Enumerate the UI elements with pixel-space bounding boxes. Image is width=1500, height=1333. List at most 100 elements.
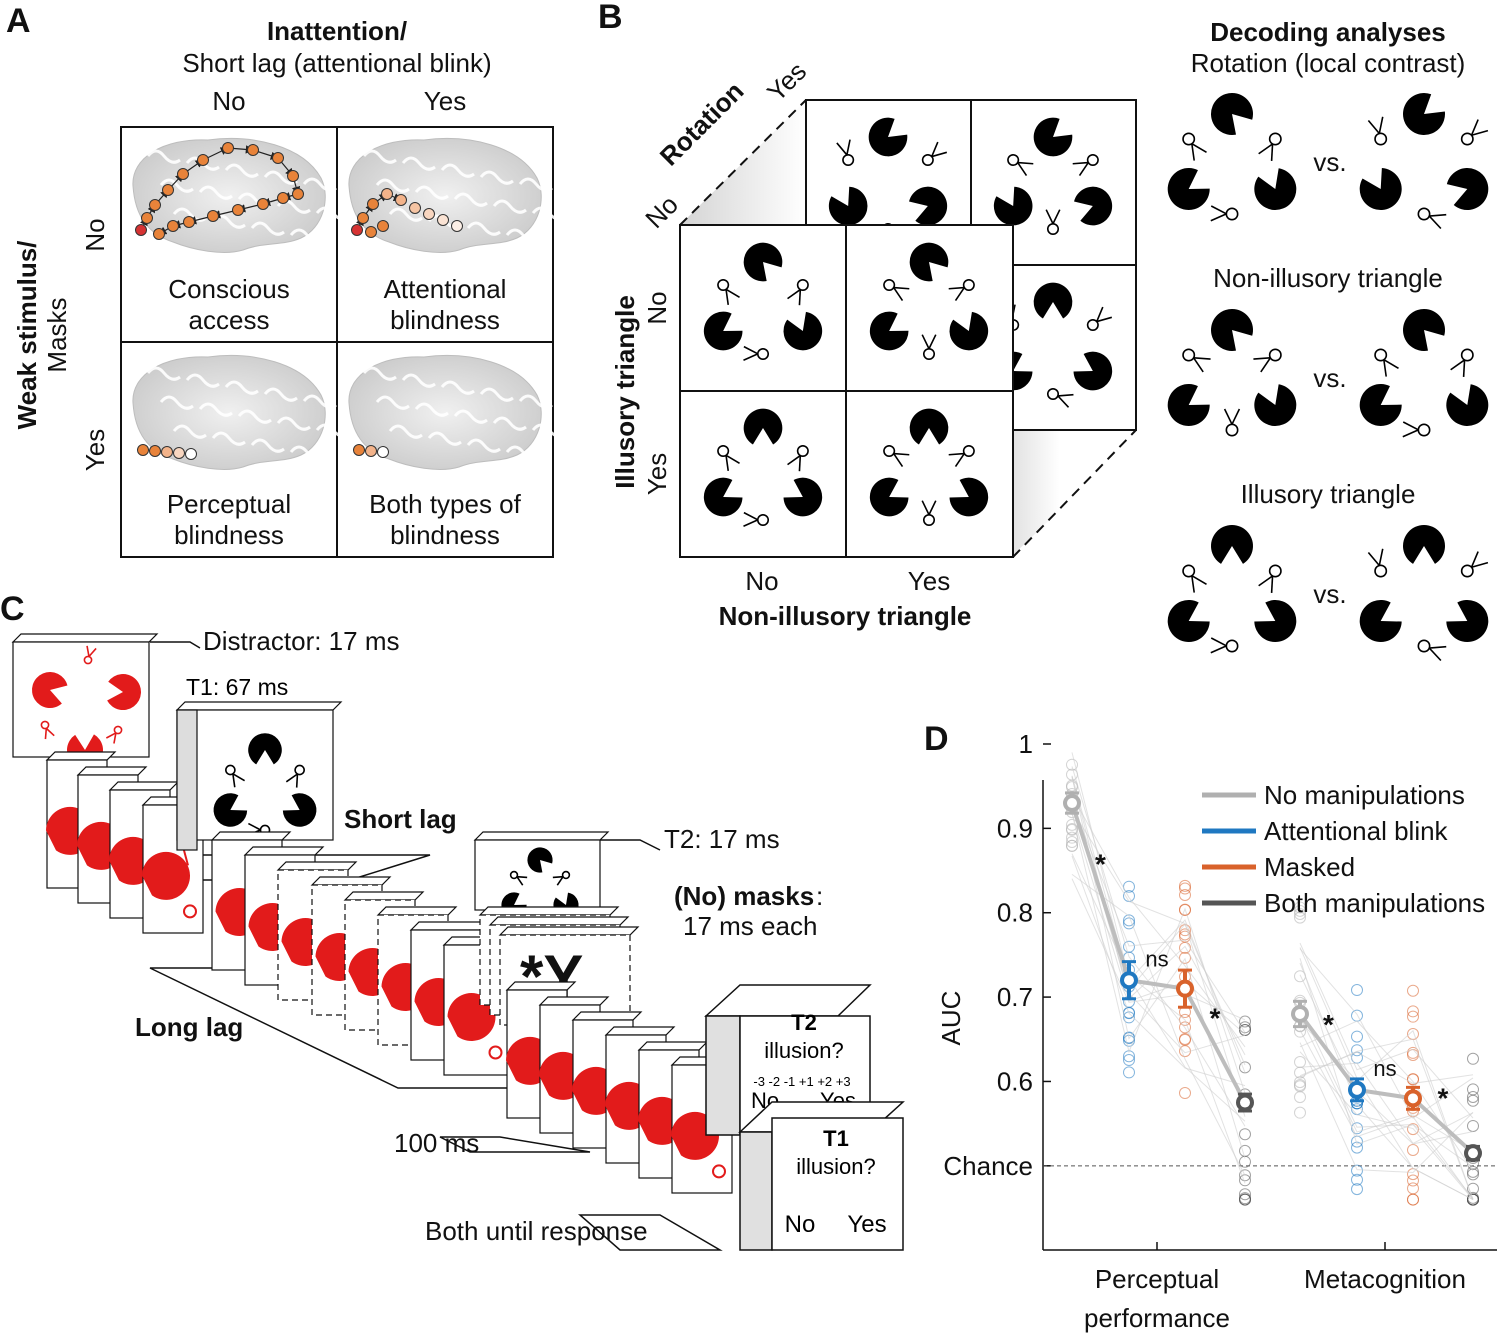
chart-individual-points <box>1066 752 1479 1206</box>
significance-marker: * <box>1210 1003 1221 1034</box>
t1-box-question: illusion? <box>796 1154 876 1179</box>
panel-letter-d: D <box>924 720 949 758</box>
lollipop-ring <box>1417 423 1431 437</box>
lollipop-line <box>86 645 90 657</box>
brain-node <box>167 220 179 232</box>
lollipop-line <box>516 876 524 886</box>
individual-point <box>1179 1033 1191 1046</box>
individual-point <box>1294 911 1306 924</box>
lollipop-line <box>1072 161 1089 165</box>
lollipop-line <box>893 286 910 290</box>
lollipop-line <box>88 647 97 658</box>
lollipop-ring <box>883 278 896 292</box>
lollipop-line <box>725 289 730 305</box>
lollipop-line <box>743 345 759 355</box>
legend-label: No manipulations <box>1264 780 1465 810</box>
brain-node <box>161 446 173 458</box>
brain-sulcus <box>492 416 527 431</box>
pacman-inducer <box>1211 525 1253 564</box>
individual-point <box>1179 1033 1191 1046</box>
t2-box-title: T2 <box>791 1010 817 1035</box>
frame-top <box>243 846 325 856</box>
pacman-inducer <box>1033 117 1073 157</box>
vs-label-1: vs. <box>1313 147 1346 177</box>
lollipop-line <box>1191 575 1195 593</box>
lollipop-line <box>893 287 904 301</box>
brain-node <box>423 208 435 220</box>
brain-sulcus <box>479 170 514 185</box>
individual-line <box>1299 948 1474 1119</box>
y-axis-title: AUC <box>936 991 966 1046</box>
brain-sulcus <box>289 228 324 243</box>
brain-node <box>365 445 377 457</box>
y-tick-label: 0.6 <box>997 1066 1033 1096</box>
brain-sulcus <box>505 445 540 460</box>
lollipop-line <box>1470 119 1479 136</box>
brain-sulcus <box>388 207 423 222</box>
pacman-inducer <box>909 408 949 445</box>
lollipop-line <box>1429 645 1447 649</box>
individual-point <box>1351 1173 1363 1186</box>
lollipop-line <box>725 288 740 298</box>
x-tick-label: Perceptual <box>1095 1264 1219 1294</box>
individual-line <box>1299 1007 1474 1199</box>
panel-a-row-yes: Yes <box>80 429 110 471</box>
frame-top <box>343 891 425 901</box>
lollipop-ring <box>1046 222 1060 236</box>
brain-node <box>135 224 147 236</box>
mean-point <box>1120 971 1138 990</box>
lollipop-line <box>1045 209 1054 225</box>
pacman-inducer <box>909 186 948 226</box>
brain-sulcus <box>276 416 311 431</box>
pacman-inducer <box>213 793 248 827</box>
lollipop-line <box>725 454 740 464</box>
lollipop-line <box>232 773 246 782</box>
brain-sulcus <box>440 380 475 395</box>
frame-top <box>210 831 292 841</box>
lollipop-line <box>232 773 236 788</box>
frame-top <box>478 906 620 916</box>
mean-line <box>1070 802 1247 1104</box>
pacman-inducer <box>1074 186 1113 226</box>
brain-sulcus <box>315 423 350 438</box>
frame-top <box>108 781 180 791</box>
lollipop-ring <box>1460 348 1474 362</box>
lollipop-line <box>1258 143 1274 155</box>
lollipop-ring <box>756 513 770 527</box>
brain-node <box>365 226 377 238</box>
lollipop-line <box>725 455 730 471</box>
individual-point <box>1294 908 1306 921</box>
individual-line <box>1299 942 1474 1119</box>
frame-top <box>505 981 577 991</box>
lollipop-line <box>798 455 802 472</box>
brain-sulcus <box>250 221 285 236</box>
brain-node <box>351 224 363 236</box>
brain-sulcus <box>198 185 233 200</box>
brain-sulcus <box>414 402 449 417</box>
frame-top <box>604 1026 676 1036</box>
individual-point <box>1407 1193 1419 1206</box>
legend-label: Masked <box>1264 852 1355 882</box>
legend-label: Attentional blink <box>1264 816 1449 846</box>
brain-sulcus <box>518 394 553 409</box>
masks-label-bold: (No) masks <box>674 881 814 911</box>
lollipop-ring <box>883 444 896 458</box>
brain-sulcus <box>237 409 272 424</box>
brain-sulcus <box>302 177 337 192</box>
rotation-yes: Yes <box>761 56 812 107</box>
frame-top <box>488 916 630 926</box>
individual-point <box>1407 1174 1419 1187</box>
pacman-inducer <box>703 311 743 351</box>
individual-point <box>1123 917 1135 930</box>
lollipop-ring <box>1374 348 1388 362</box>
red-ring <box>712 1164 726 1179</box>
brain-sulcus <box>185 373 220 388</box>
rotation-no: No <box>639 189 684 234</box>
brain-both-blindness <box>348 355 566 470</box>
individual-point <box>1407 1005 1419 1018</box>
distractor-pointer <box>150 641 201 649</box>
significance-marker: * <box>1438 1083 1449 1114</box>
individual-point <box>1351 1164 1363 1177</box>
rsvp-frame-stack: *Y*Y*Y <box>11 633 742 1194</box>
